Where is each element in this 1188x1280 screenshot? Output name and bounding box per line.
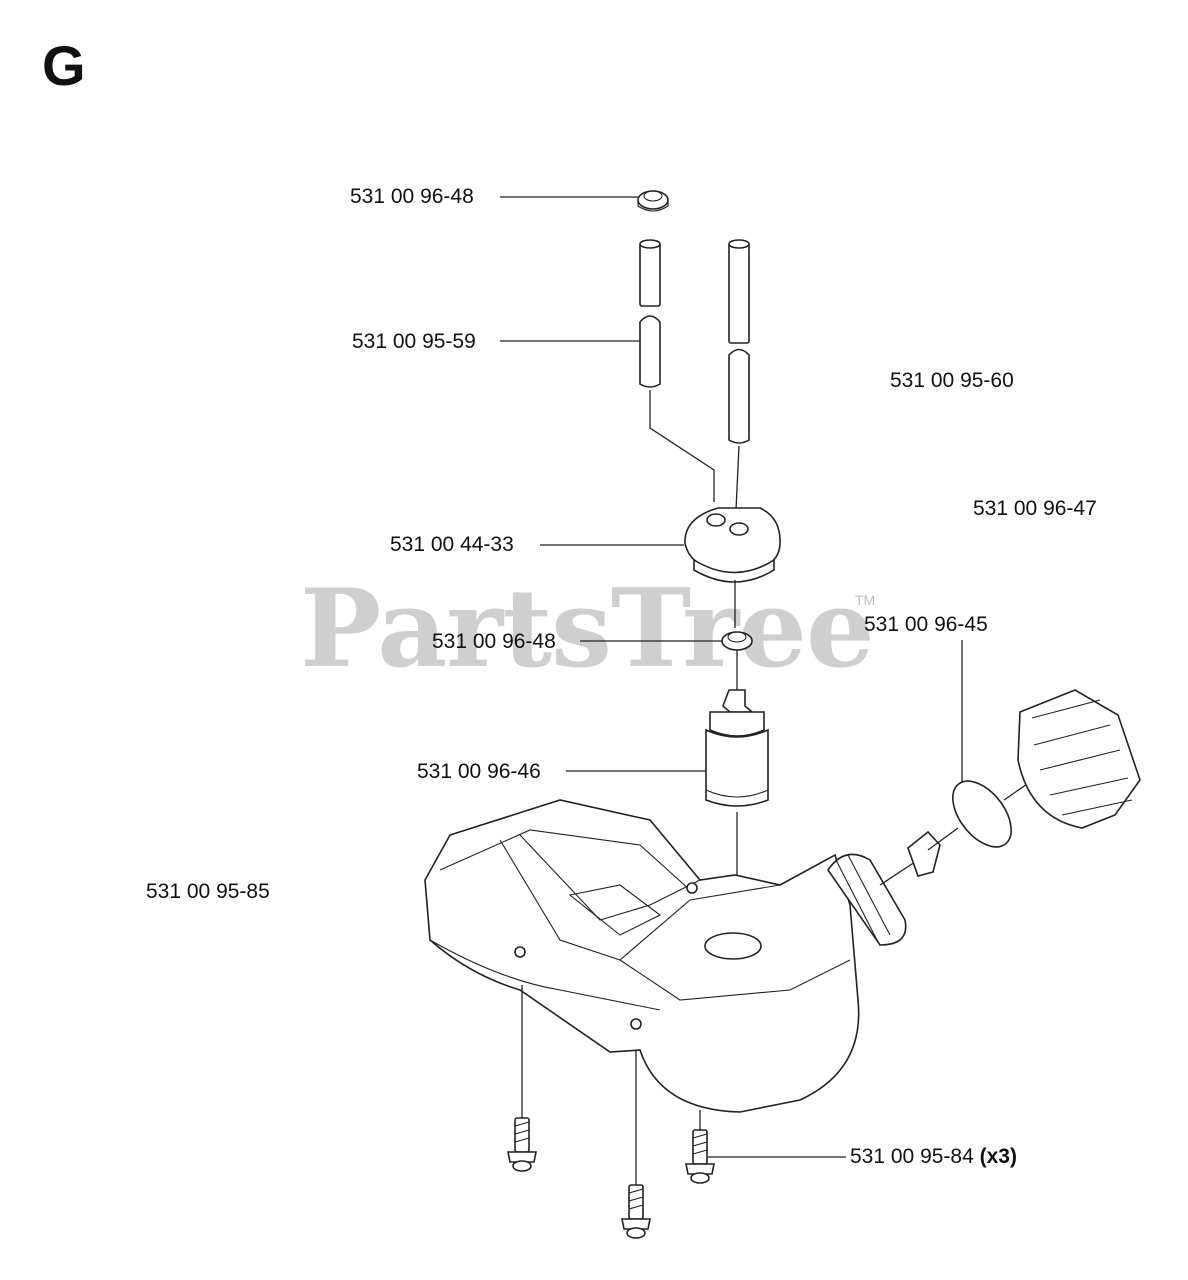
long-hose-drawing — [728, 239, 750, 511]
part-label-fuel-tank[interactable]: 531 00 95-85 — [146, 880, 270, 903]
screw-quantity: (x3) — [979, 1145, 1017, 1168]
screw-right-drawing — [685, 1129, 715, 1184]
part-label-screw[interactable]: 531 00 95-84 (x3) — [850, 1146, 1017, 1167]
part-label-grommet[interactable]: 531 00 44-33 — [390, 533, 514, 556]
part-label-hose-short[interactable]: 531 00 95-59 — [352, 330, 476, 353]
part-label-washer-top[interactable]: 531 00 96-48 — [350, 185, 474, 208]
part-label-hose-long[interactable]: 531 00 95-60 — [890, 369, 1014, 392]
cap-assembly-drawing — [907, 689, 1141, 877]
part-label-extra[interactable]: 531 00 96-47 — [973, 497, 1097, 520]
fuel-filter-drawing — [705, 689, 769, 940]
part-label-cap-gasket[interactable]: 531 00 96-45 — [864, 613, 988, 636]
screw-middle-drawing — [621, 1184, 651, 1239]
fuel-tank-drawing — [424, 799, 916, 1113]
screw-left-drawing — [507, 1117, 537, 1172]
washer-top-drawing — [637, 190, 669, 212]
short-hose-drawing — [639, 239, 715, 502]
part-label-fuel-filter[interactable]: 531 00 96-46 — [417, 760, 541, 783]
washer-mid-drawing — [721, 631, 753, 690]
watermark-tm: TM — [855, 592, 876, 608]
part-label-washer-mid[interactable]: 531 00 96-48 — [432, 630, 556, 653]
part-number-screw: 531 00 95-84 — [850, 1145, 974, 1168]
grommet-drawing — [684, 507, 781, 628]
watermark: PartsTree — [300, 566, 875, 692]
section-letter: G — [42, 34, 86, 97]
